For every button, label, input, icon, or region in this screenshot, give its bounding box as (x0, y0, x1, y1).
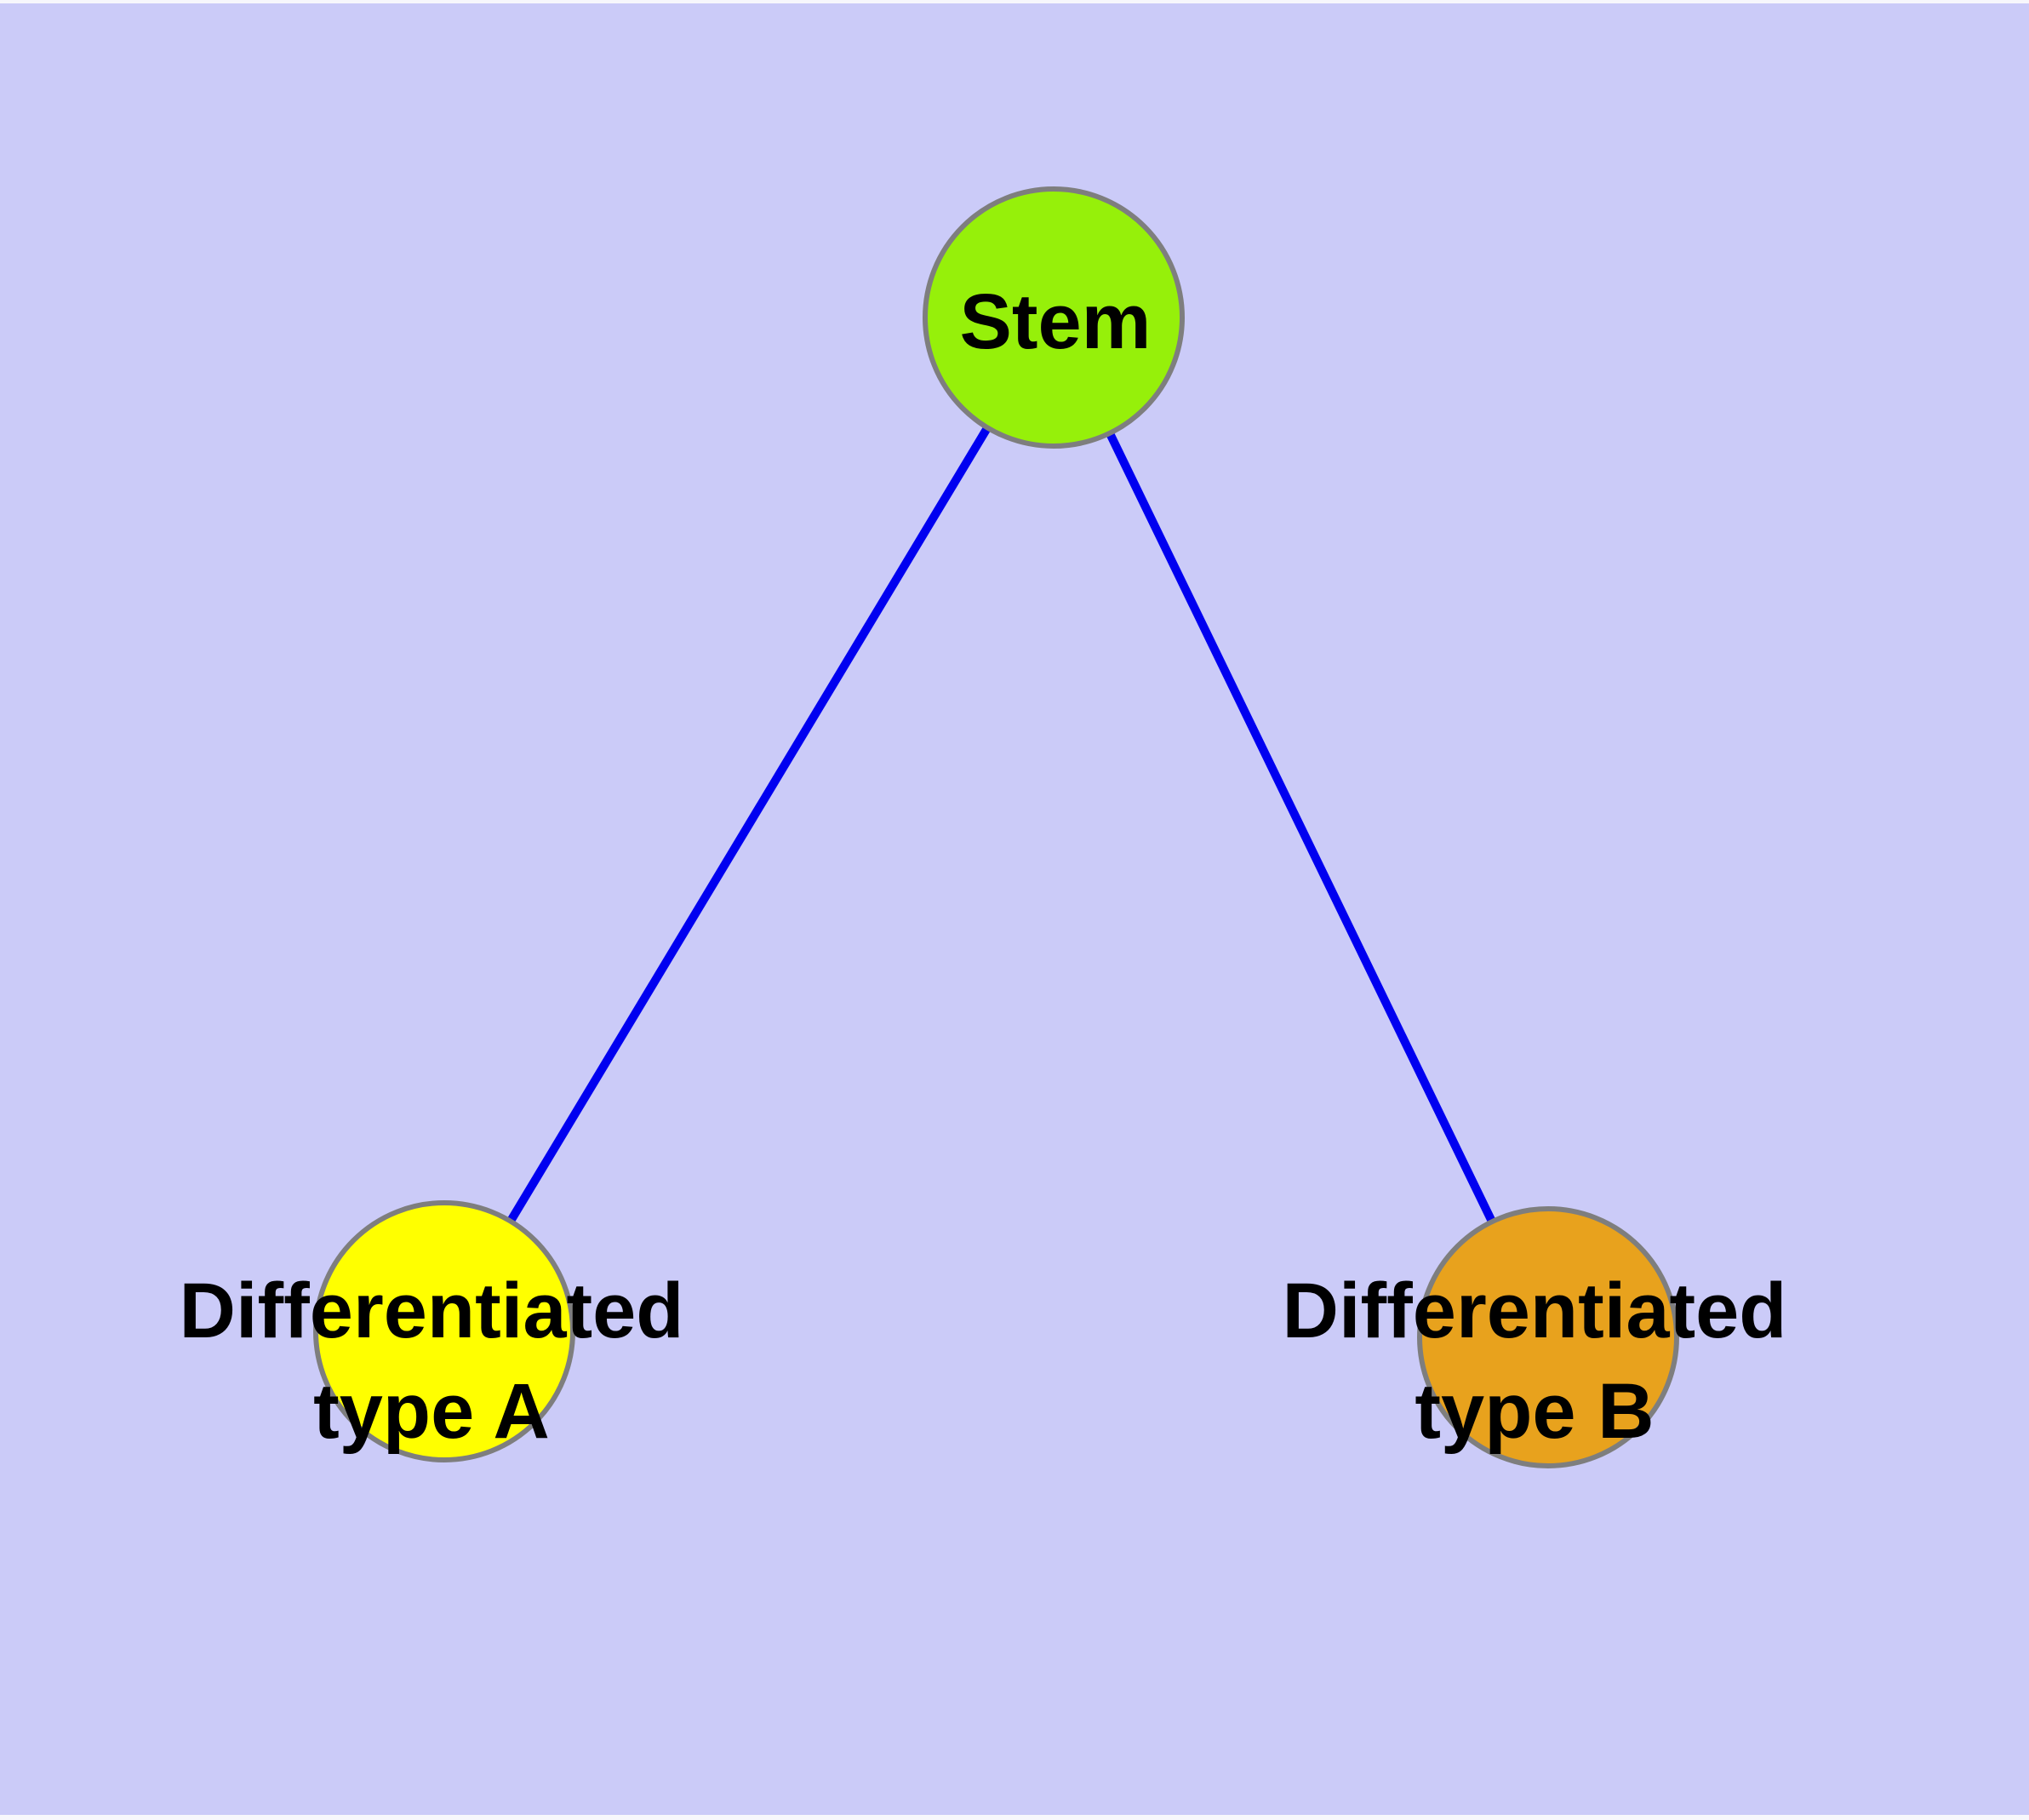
node-differentiated-type-b (1417, 1206, 1679, 1468)
edge-stem-type-a (440, 315, 1058, 1334)
node-type-a-label-line2: type A (313, 1368, 550, 1455)
node-stem (923, 186, 1185, 449)
edge-stem-type-b (1049, 315, 1552, 1340)
node-type-b-label-line1: Differentiated (1283, 1268, 1787, 1354)
node-type-a-label-line1: Differentiated (180, 1268, 684, 1354)
node-stem-label: Stem (960, 278, 1152, 365)
node-type-b-label-line2: type B (1415, 1368, 1654, 1455)
node-differentiated-type-a (313, 1200, 575, 1462)
